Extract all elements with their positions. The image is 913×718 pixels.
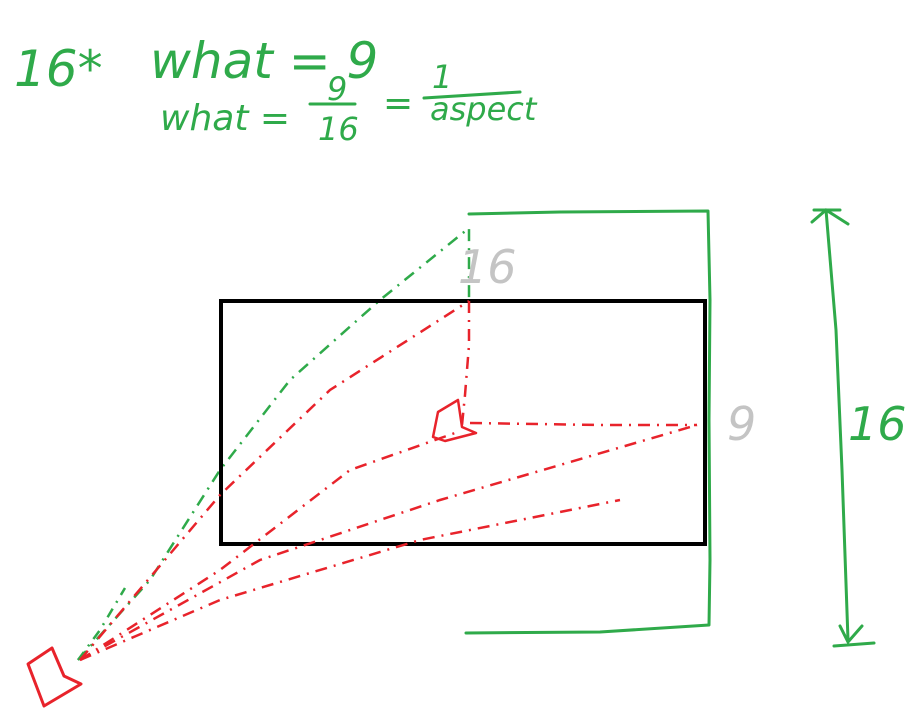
label-arrow-height: 16 (848, 397, 907, 451)
equation-line1-lhs: 16* (14, 40, 103, 98)
fraction1-denominator: 16 (318, 110, 359, 148)
equation-line2-lhs: what = (160, 98, 290, 139)
equation-line1-rhs: what = 9 (150, 32, 378, 90)
red-horizontal (469, 421, 697, 427)
red-ray-mid (79, 423, 698, 662)
equations: 16* what = 9 what = 9 16 = 1 aspect (14, 32, 538, 148)
fraction1-numerator: 9 (327, 70, 347, 108)
camera-icon (26, 646, 83, 708)
height-arrow-shaft (824, 208, 850, 642)
red-frustum (79, 299, 698, 662)
equation-equals: = (383, 83, 413, 124)
arrow-head-top-icon (810, 208, 850, 226)
red-ray-bottom (79, 498, 621, 662)
center-camera-icon (431, 398, 478, 443)
arrow-head-bottom-icon (832, 624, 876, 648)
fraction2-numerator: 1 (432, 58, 452, 96)
screen-rectangle (219, 299, 707, 546)
red-vertical (460, 301, 471, 426)
label-top-width: 16 (458, 240, 517, 294)
green-frustum-edge-bottom (76, 587, 127, 661)
red-ray-top (79, 299, 470, 661)
label-side-height: 9 (727, 397, 756, 451)
fraction2-bar (422, 90, 522, 100)
green-frame (464, 209, 712, 635)
